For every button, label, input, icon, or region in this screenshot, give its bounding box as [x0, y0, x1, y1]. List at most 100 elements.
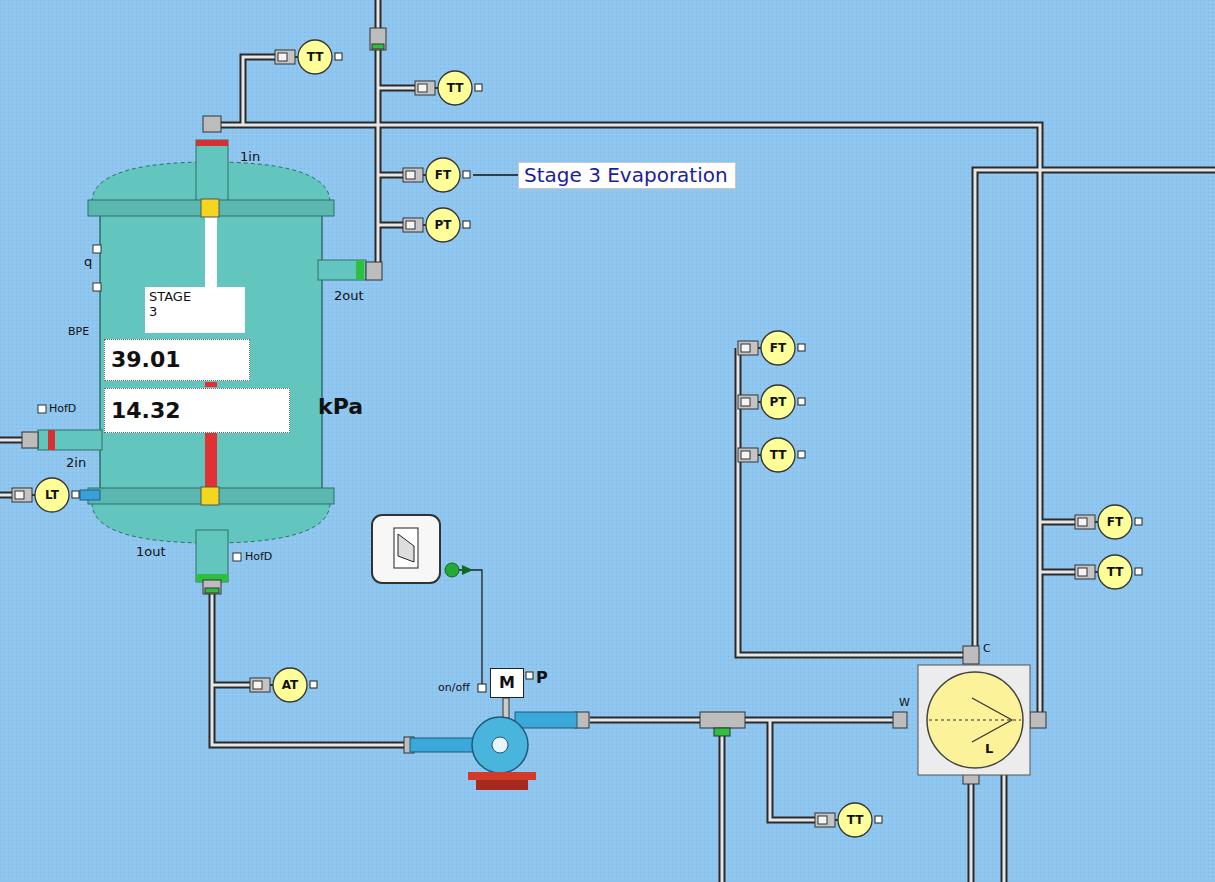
temperature-transmitter: TT — [273, 37, 345, 77]
instrument-connector — [415, 81, 435, 95]
instrument-tag: AT — [282, 678, 299, 692]
instrument-connector — [741, 344, 750, 352]
evaporator-vessel — [205, 216, 217, 288]
evaporator-vessel — [196, 140, 228, 202]
instrument-connector — [406, 221, 415, 229]
instrument-tag: PT — [435, 218, 452, 232]
signal-port — [1135, 518, 1142, 525]
pipe-connector — [372, 44, 384, 49]
signal-port — [72, 491, 79, 498]
stage-label-box: STAGE 3 — [145, 287, 245, 333]
instrument-tag: TT — [847, 813, 864, 827]
evaporator-vessel — [205, 382, 217, 387]
instrument-connector — [738, 448, 758, 462]
instrument-tag: TT — [447, 81, 464, 95]
label-holder: C — [983, 643, 991, 654]
instrument-bubble — [1098, 555, 1132, 589]
pump-symbol — [503, 698, 509, 718]
label-holder: q — [84, 255, 92, 268]
instrument-connector — [275, 50, 295, 64]
pipe-connector — [22, 432, 38, 448]
instrument-bubble — [838, 803, 872, 837]
pump-symbol — [478, 684, 486, 692]
switch-icon — [394, 528, 418, 568]
label-holder: BPE — [68, 326, 89, 337]
evaporator-vessel — [196, 530, 228, 582]
signal-port — [1135, 568, 1142, 575]
pump-symbol — [472, 717, 528, 773]
switch-icon — [372, 515, 482, 684]
instrument-connector — [406, 171, 415, 179]
evaporator-vessel — [196, 140, 228, 146]
tee-fitting — [700, 712, 745, 728]
signal-port — [798, 344, 805, 351]
label-holder: HofD — [49, 403, 76, 414]
evaporator-vessel — [233, 553, 241, 561]
pump-symbol — [515, 712, 577, 728]
value-display: 39.01 — [104, 339, 250, 381]
port-label: 2out — [334, 289, 364, 302]
switch-icon — [459, 570, 482, 684]
label-holder: HofD — [245, 551, 272, 562]
instrument-tag: LT — [45, 488, 59, 502]
signal-label: HofD — [49, 403, 76, 414]
temperature-transmitter: TT — [736, 435, 808, 475]
condenser-symbol — [918, 665, 1030, 775]
evaporator-vessel — [38, 430, 102, 450]
switch-icon — [372, 515, 440, 583]
condenser-symbol — [929, 720, 1021, 721]
label-holder: 2in — [66, 456, 86, 469]
leader-line — [473, 174, 518, 176]
instrument-tag: FT — [1107, 515, 1123, 529]
evaporator-vessel — [93, 245, 101, 253]
condenser-symbol — [927, 672, 1023, 768]
pipe-connector — [370, 28, 386, 50]
instrument-connector — [738, 341, 758, 355]
instrument-connector — [1075, 515, 1095, 529]
instrument-connector — [1078, 518, 1087, 526]
signal-port — [463, 171, 470, 178]
signal-label: HofD — [245, 551, 272, 562]
instrument-tag: TT — [1107, 565, 1124, 579]
label-holder: 2out — [334, 289, 364, 302]
signal-port — [310, 681, 317, 688]
condenser-symbol — [972, 698, 1012, 742]
evaporator-vessel — [80, 490, 100, 500]
port-label: 2in — [66, 456, 86, 469]
instrument-connector — [738, 395, 758, 409]
instrument-connector — [403, 168, 423, 182]
label-holder: 1out — [136, 545, 166, 558]
port-label: L — [985, 742, 993, 755]
label-holder: 1in — [240, 150, 260, 163]
signal-label: q — [84, 255, 92, 268]
unit-label: kPa — [318, 396, 363, 418]
pipe-connector — [203, 580, 221, 594]
condenser-symbol — [918, 665, 1030, 775]
instrument-bubble — [298, 40, 332, 74]
flow-transmitter: FT — [736, 328, 808, 368]
pump-symbol — [476, 780, 528, 790]
evaporator-vessel — [100, 214, 322, 490]
pipe-connector — [1030, 712, 1046, 728]
instrument-tag: PT — [770, 395, 787, 409]
label-holder: W — [899, 697, 910, 708]
signal-port — [798, 398, 805, 405]
instrument-bubble — [761, 385, 795, 419]
instrument-connector — [12, 488, 32, 502]
label-holder: kPa — [318, 396, 363, 418]
instrument-bubble — [761, 438, 795, 472]
instrument-connector — [741, 451, 750, 459]
flow-transmitter: FT — [1073, 502, 1145, 542]
temperature-transmitter: TT — [1073, 552, 1145, 592]
link-label-box: Stage 3 Evaporation — [518, 162, 736, 189]
instrument-bubble — [273, 668, 307, 702]
instrument-connector — [815, 813, 835, 827]
signal-label: BPE — [68, 326, 89, 337]
label-holder: on/off — [438, 682, 470, 693]
instrument-connector — [253, 681, 262, 689]
label-holder: P — [536, 670, 548, 686]
